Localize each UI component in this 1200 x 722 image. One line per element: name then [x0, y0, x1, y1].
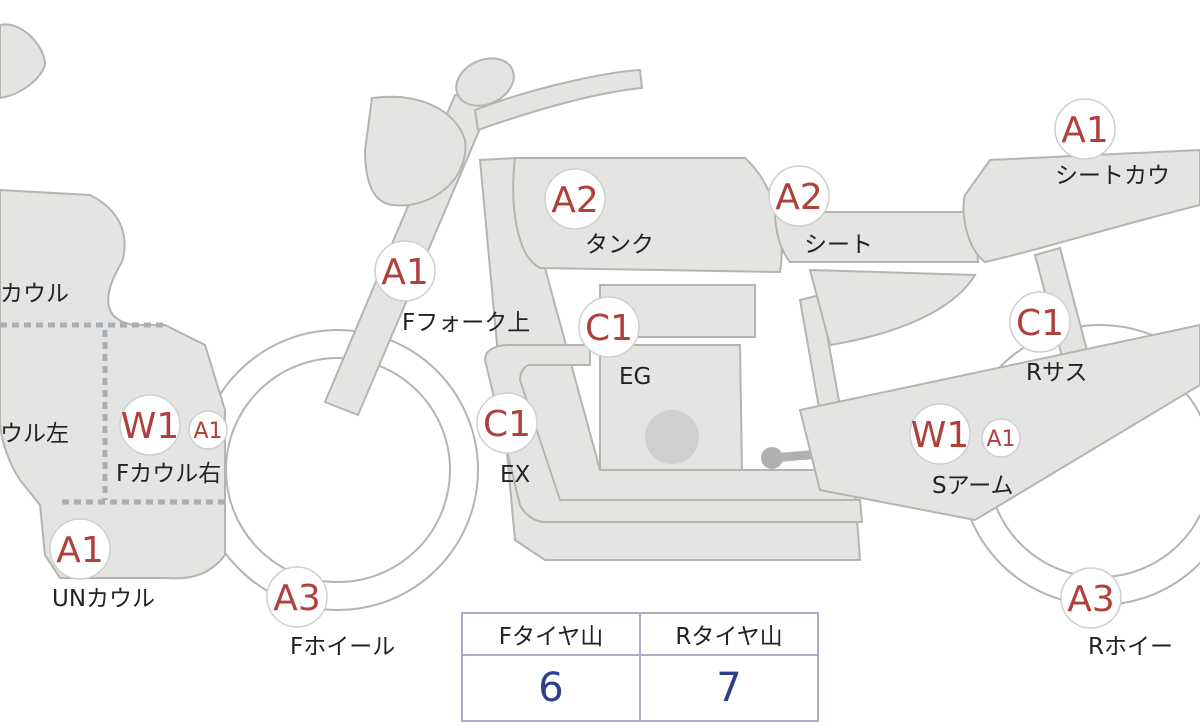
svg-text:W1: W1 [911, 415, 970, 456]
svg-text:C1: C1 [1016, 303, 1064, 344]
badge-ex: C1 [476, 392, 538, 454]
svg-text:W1: W1 [121, 406, 180, 447]
label-f-wheel: Fホイール [290, 634, 395, 660]
tire-tread-table: Fタイヤ山 Rタイヤ山 6 7 [461, 612, 819, 722]
mirror [455, 57, 515, 107]
svg-text:A3: A3 [1067, 579, 1115, 620]
front-cowl [0, 188, 226, 580]
svg-text:A3: A3 [273, 578, 321, 619]
label-f-cowl-right: Fカウル右 [116, 461, 221, 487]
svg-text:A1: A1 [56, 530, 104, 571]
svg-text:C1: C1 [483, 404, 531, 445]
svg-text:A1: A1 [193, 419, 222, 444]
label-r-wheel: Rホイー [1088, 634, 1173, 660]
badge-s-arm-a: A1 [981, 418, 1021, 458]
badge-seat-cowl: A1 [1054, 98, 1116, 160]
r-tire-value: 7 [639, 654, 819, 722]
front-cowl-top [0, 23, 47, 100]
label-seat: シート [804, 232, 873, 258]
seat [773, 211, 980, 263]
badge-eg: C1 [578, 296, 640, 358]
exhaust-pipe [483, 344, 864, 523]
label-s-arm: Sアーム [932, 473, 1014, 499]
badge-s-arm-w: W1 [909, 403, 971, 465]
footrest-knob-left [761, 447, 783, 469]
f-tire-value: 6 [461, 654, 641, 722]
headlight [363, 95, 467, 207]
label-cowl-left: ウル左 [0, 421, 69, 447]
svg-text:A2: A2 [775, 177, 823, 218]
badge-tank: A2 [544, 168, 606, 230]
label-un-cowl: UNカウル [52, 586, 155, 612]
handlebar [473, 68, 644, 132]
f-tire-header: Fタイヤ山 [461, 612, 641, 656]
engine-body [599, 344, 744, 471]
badge-r-sus: C1 [1009, 291, 1071, 353]
engine-cover [645, 410, 699, 464]
label-f-fork-upper: Fフォーク上 [402, 310, 530, 336]
badge-f-wheel: A3 [266, 566, 328, 628]
svg-text:A1: A1 [1061, 110, 1109, 151]
badge-un-cowl: A1 [49, 518, 111, 580]
label-ex: EX [500, 462, 531, 488]
badge-f-cowl-right-a: A1 [188, 410, 228, 450]
r-tire-header: Rタイヤ山 [639, 612, 819, 656]
svg-text:A1: A1 [986, 427, 1015, 452]
svg-text:A2: A2 [551, 180, 599, 221]
label-r-sus: Rサス [1026, 360, 1088, 386]
label-cowl-top: カウル [0, 281, 69, 307]
label-eg: EG [619, 364, 651, 390]
badge-r-wheel: A3 [1060, 567, 1122, 629]
svg-text:A1: A1 [381, 252, 429, 293]
label-tank: タンク [585, 232, 654, 258]
badge-f-fork-upper: A1 [374, 240, 436, 302]
side-cover [808, 268, 977, 347]
badge-f-cowl-right-w: W1 [119, 394, 181, 456]
label-seat-cowl: シートカウ [1055, 163, 1170, 189]
seat-cowl [962, 148, 1200, 264]
badge-seat: A2 [768, 165, 830, 227]
svg-text:C1: C1 [585, 308, 633, 349]
